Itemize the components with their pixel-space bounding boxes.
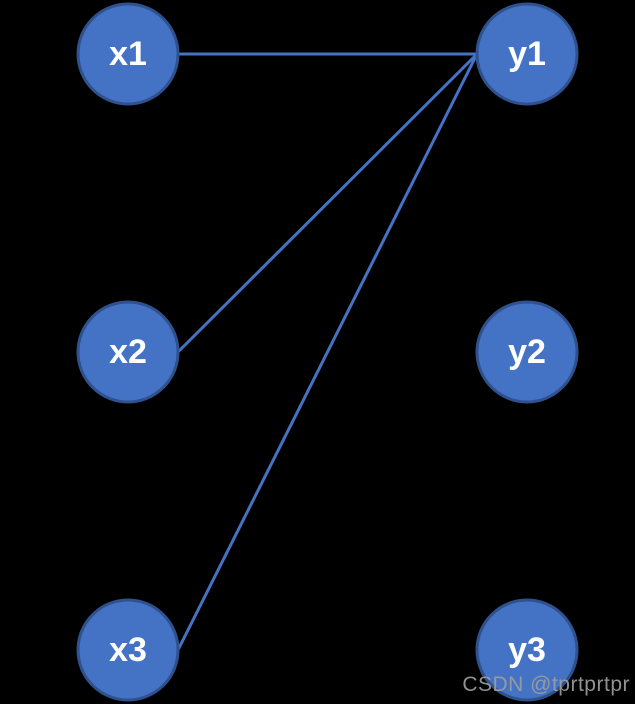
edges-layer bbox=[176, 52, 479, 651]
nodes-layer: x1 x2 x3 y1 y2 y3 bbox=[76, 2, 579, 702]
node-label-y3: y3 bbox=[508, 631, 546, 669]
edge-x2-y1 bbox=[176, 52, 479, 354]
node-x2: x2 bbox=[76, 300, 180, 404]
node-label-y2: y2 bbox=[508, 333, 546, 371]
node-circle-y1 bbox=[475, 2, 579, 106]
edge-x3-y1 bbox=[176, 53, 479, 651]
node-y2: y2 bbox=[475, 300, 579, 404]
node-label-y1: y1 bbox=[508, 35, 546, 73]
node-circle-x3 bbox=[76, 598, 180, 702]
node-y1: y1 bbox=[475, 2, 579, 106]
node-label-x3: x3 bbox=[109, 631, 147, 669]
node-label-x1: x1 bbox=[109, 35, 147, 73]
node-circle-y3 bbox=[475, 598, 579, 702]
node-label-x2: x2 bbox=[109, 333, 147, 371]
node-circle-x1 bbox=[76, 2, 180, 106]
node-x3: x3 bbox=[76, 598, 180, 702]
node-circle-y2 bbox=[475, 300, 579, 404]
node-y3: y3 bbox=[475, 598, 579, 702]
node-circle-x2 bbox=[76, 300, 180, 404]
node-x1: x1 bbox=[76, 2, 180, 106]
